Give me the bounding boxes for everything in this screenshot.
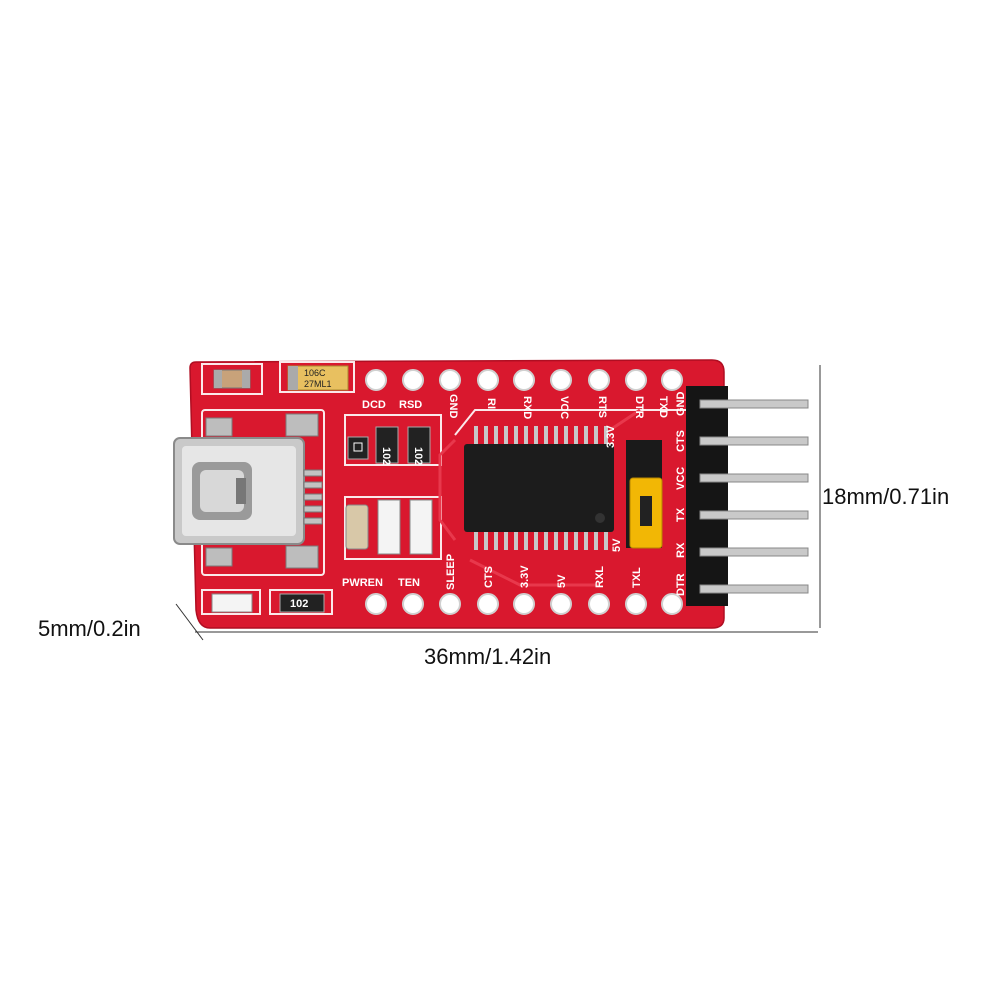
label-gnd: GND [447, 394, 459, 419]
resistor-label-3: 102 [290, 598, 308, 610]
top-pin-labels: DCD RSD GND RI RXD VCC RTS DTR TXD [362, 394, 669, 419]
bottom-pin-labels: PWREN TEN SLEEP CTS 3.3V 5V RXL TXL [342, 554, 643, 590]
through-holes-top [365, 369, 683, 391]
voltage-jumper: 3.3V 5V [605, 425, 663, 552]
thickness-dimension-label: 5mm/0.2in [38, 616, 141, 641]
label-dtr: DTR [633, 396, 645, 419]
header-label-gnd: GND [675, 392, 687, 417]
header-label-tx: TX [675, 507, 687, 522]
label-ri: RI [485, 398, 497, 409]
label-sleep: SLEEP [445, 554, 457, 590]
label-rxd: RXD [521, 396, 533, 419]
label-ten: TEN [398, 577, 420, 589]
pcb-board [189, 359, 725, 629]
label-rsd: RSD [399, 399, 422, 411]
header-label-dtr: DTR [675, 573, 687, 596]
label-txl: TXL [631, 567, 643, 588]
resistor-label-1: 102 [380, 447, 392, 465]
label-txd: TXD [657, 396, 669, 418]
header-label-cts: CTS [675, 430, 687, 452]
jumper-label-5v: 5V [611, 538, 623, 552]
label-3v3: 3.3V [519, 565, 531, 588]
dimension-lines [175, 365, 821, 641]
jumper-label-3v3: 3.3V [605, 425, 617, 448]
label-vcc: VCC [558, 396, 570, 419]
smd-components: 106C 27ML1 102 102 102 [211, 365, 433, 613]
usb-mini-connector [173, 413, 323, 569]
ftdi-chip [464, 426, 614, 550]
header-pin-labels: GND CTS VCC TX RX DTR [675, 392, 687, 597]
label-pwren: PWREN [342, 577, 383, 589]
through-holes-bottom [365, 593, 683, 615]
capacitor-label-1: 106C [304, 368, 326, 378]
capacitor-label-2: 27ML1 [304, 379, 332, 389]
header-label-vcc: VCC [675, 467, 687, 490]
label-rts: RTS [596, 396, 608, 418]
length-dimension-label: 36mm/1.42in [424, 644, 552, 669]
label-rxl: RXL [594, 566, 606, 588]
pin-header [686, 386, 809, 606]
label-dcd: DCD [362, 399, 386, 411]
header-label-rx: RX [675, 542, 687, 558]
height-dimension-label: 18mm/0.71in [822, 484, 950, 509]
label-cts: CTS [483, 566, 495, 588]
label-5v: 5V [556, 574, 568, 588]
resistor-label-2: 102 [412, 447, 424, 465]
